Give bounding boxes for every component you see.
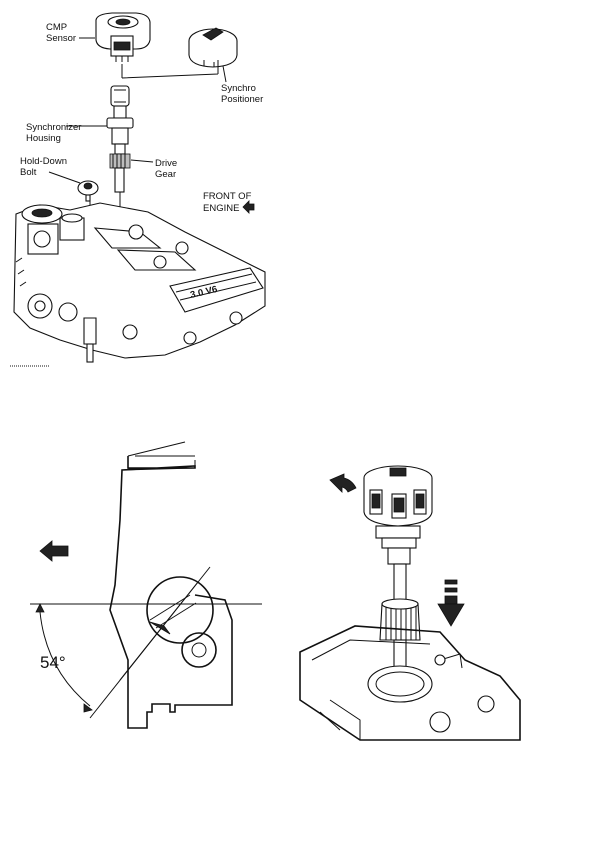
curved-arrow-icon — [329, 473, 357, 493]
drive-gear-label-line1: Drive — [155, 158, 177, 169]
cmp-sensor-label-line2: Sensor — [46, 33, 76, 44]
cmp-sensor-label-line1: CMP — [46, 22, 67, 33]
hold-down-bolt-label-line2: Bolt — [20, 167, 37, 178]
front-of-engine-label-line2: ENGINE — [203, 203, 239, 214]
down-arrow-icon — [437, 579, 465, 627]
drive-gear-label-line2: Gear — [155, 169, 176, 180]
drive-gear-fig3 — [379, 598, 421, 641]
hold-down-bolt — [77, 180, 99, 202]
synchronizer-housing-label-line1: Synchronizer — [26, 122, 81, 133]
synchro-positioner-tool — [363, 465, 433, 565]
left-arrow-icon — [39, 540, 69, 562]
synchro-positioner — [188, 27, 238, 68]
angle-label: 54° — [40, 653, 66, 672]
small-dark-arrow-icon — [242, 200, 255, 214]
hold-down-bolt-label-line1: Hold-Down — [20, 156, 67, 167]
figure-cmp-installation: CMP Sensor Synchro Positioner Synchroniz… — [13, 12, 266, 363]
figure-positioner-install — [299, 465, 521, 741]
synchro-positioner-label-line2: Positioner — [221, 94, 263, 105]
synchronizer-housing — [106, 85, 134, 155]
cmp-sensor — [95, 12, 151, 62]
engine-bore — [299, 625, 521, 741]
front-of-engine-label-line1: FRONT OF — [203, 191, 252, 202]
synchronizer-housing-label-line2: Housing — [26, 133, 61, 144]
synchro-positioner-label-line1: Synchro — [221, 83, 256, 94]
engine-block — [13, 202, 266, 363]
figure-alignment-angle: 54° — [30, 441, 262, 729]
drive-gear — [109, 153, 131, 193]
